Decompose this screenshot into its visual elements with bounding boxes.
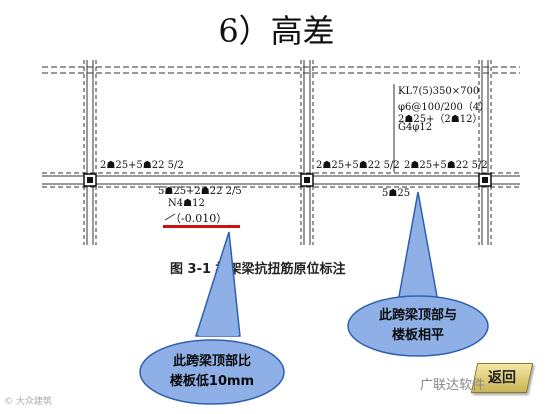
left-bottom-bars: 5☗25+2☗22 2/5 [158, 186, 242, 197]
beam-callout-line-1: KL7(5)350×700 [398, 86, 480, 97]
beam-callout-line-4: G4φ12 [398, 122, 433, 133]
right-top-bars: 2☗25+5☗22 5/2 [404, 160, 488, 171]
right-callout-text: 此跨梁顶部与 楼板相平 [362, 306, 474, 346]
left-callout-text: 此跨梁顶部比 楼板低10mm [152, 352, 272, 392]
right-bottom-bars: 5☗25 [382, 188, 411, 199]
right-callout-balloon [347, 191, 489, 357]
callout-leader-line [393, 84, 395, 172]
mid-top-bars: 2☗25+5☗22 5/2 [316, 160, 400, 171]
slide-title: 6）高差 [218, 12, 335, 50]
beam-callout-line-2: φ6@100/200（4） [398, 102, 490, 113]
level-difference-label: （-0.010） [170, 212, 228, 225]
left-top-bars: 2☗25+5☗22 5/2 [100, 160, 184, 171]
watermark-left: © 大众建筑 [4, 397, 52, 407]
left-callout-line-1: 此跨梁顶部比 [172, 354, 251, 369]
left-waist-bars: N4☗12 [168, 198, 205, 209]
left-callout-balloon [139, 231, 285, 405]
right-callout-line-1: 此跨梁顶部与 [378, 308, 457, 323]
figure-caption: 图 3-1 框架梁抗扭筋原位标注 [170, 262, 346, 277]
left-callout-line-2: 楼板低10mm [169, 374, 255, 389]
highlight-line [163, 225, 240, 228]
watermark-right: 广联达软件 [420, 378, 486, 393]
beam-callout-line-3: 2☗25+（2☗12） [398, 114, 483, 125]
right-callout-line-2: 楼板相平 [391, 328, 444, 343]
